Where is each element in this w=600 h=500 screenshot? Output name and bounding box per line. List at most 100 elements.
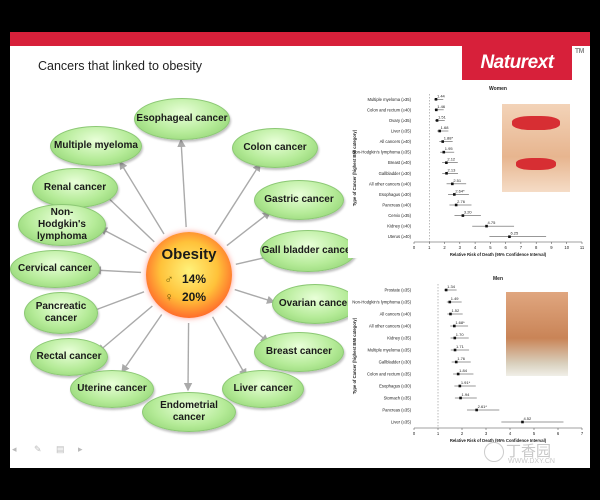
menu-icon[interactable]: ▤ xyxy=(56,444,65,454)
chart-title: Men xyxy=(493,276,503,282)
bubble-multiple-myeloma: Multiple myeloma xyxy=(50,126,142,166)
value-label: 4.52 xyxy=(523,416,532,421)
category-label: Cervix (≥35) xyxy=(388,213,411,218)
category-label: Liver (≥35) xyxy=(391,129,412,134)
point-marker xyxy=(508,235,511,239)
point-marker xyxy=(434,108,438,112)
x-tick-label: 5 xyxy=(533,431,536,436)
x-tick-label: 6 xyxy=(504,245,507,250)
value-label: 2.76 xyxy=(457,199,466,204)
point-marker xyxy=(453,348,457,352)
bubble-pancreatic-cancer: Pancreatic cancer xyxy=(24,292,98,334)
category-label: Pancreas (≥40) xyxy=(382,203,411,208)
category-label: Kidney (≥35) xyxy=(387,336,411,341)
obesity-center: Obesity ♂14% ♀ 20% xyxy=(146,232,232,318)
point-marker xyxy=(475,408,478,412)
x-tick-label: 7 xyxy=(581,431,584,436)
category-label: All cancers (≥40) xyxy=(380,139,412,144)
arrow-7 xyxy=(92,266,142,275)
bubble-colon-cancer: Colon cancer xyxy=(232,128,318,168)
point-marker xyxy=(442,150,446,154)
category-label: Colon and rectum (≥40) xyxy=(367,107,412,112)
x-tick-label: 3 xyxy=(485,431,488,436)
logo-text: Naturext xyxy=(480,52,554,73)
category-label: Breast (≥40) xyxy=(388,160,412,165)
male-row: ♂14% xyxy=(156,272,226,286)
value-label: 1.95 xyxy=(445,146,454,151)
value-label: 1.84 xyxy=(459,368,468,373)
point-marker xyxy=(453,336,457,340)
top-red-bar xyxy=(10,32,590,46)
bubble-gastric-cancer: Gastric cancer xyxy=(254,180,344,220)
x-tick-label: 10 xyxy=(564,245,569,250)
y-axis-label: Type of Cancer (highest BMI category) xyxy=(352,317,357,394)
bubble-breast-cancer: Breast cancer xyxy=(254,332,344,372)
point-marker xyxy=(453,193,456,196)
x-tick-label: 2 xyxy=(443,245,446,250)
slide-nav-icons[interactable]: ◂ ✎ ▤ ▸ xyxy=(12,444,90,454)
x-tick-label: 0 xyxy=(413,245,416,250)
dxy-watermark: 丁香园 WWW.DXY.CN xyxy=(480,438,590,468)
category-label: All other cancers (≥40) xyxy=(369,181,412,186)
category-label: All other cancers (≥40) xyxy=(369,324,412,329)
category-label: Stomach (≥35) xyxy=(384,396,412,401)
forward-arrow-icon[interactable]: ▸ xyxy=(78,444,83,454)
arrow-0 xyxy=(177,138,187,228)
arrow-8 xyxy=(234,288,276,304)
value-label: 6.25 xyxy=(510,231,519,236)
x-tick-label: 9 xyxy=(550,245,553,250)
obesity-label: Obesity xyxy=(161,246,217,263)
arrows-layer xyxy=(88,138,276,392)
value-label: 2.13 xyxy=(448,167,457,172)
value-label: 1.71 xyxy=(456,344,465,349)
category-label: Multiple myeloma (≥35) xyxy=(368,97,412,102)
bubble-rectal-cancer: Rectal cancer xyxy=(30,338,108,376)
watermark-url: WWW.DXY.CN xyxy=(508,458,555,465)
x-tick-label: 7 xyxy=(520,245,523,250)
female-symbol-icon: ♀ xyxy=(164,290,174,304)
x-axis-label: Relative Risk of Death (95% Confidence I… xyxy=(450,252,547,257)
female-value: 20% xyxy=(182,290,207,304)
category-label: Ovary (≥35) xyxy=(389,118,412,123)
male-value: 14% xyxy=(182,272,207,286)
x-tick-label: 11 xyxy=(580,245,585,250)
bubble-esophageal-cancer: Esophageal cancer xyxy=(134,98,230,140)
point-marker xyxy=(461,214,465,217)
value-label: 2.12 xyxy=(447,157,456,162)
point-marker xyxy=(451,182,454,186)
bubble-endometrial-cancer: Endometrial cancer xyxy=(142,392,236,432)
point-marker xyxy=(459,396,462,400)
bubble-liver-cancer: Liver cancer xyxy=(222,370,304,408)
value-label: 1.68* xyxy=(455,320,465,325)
point-marker xyxy=(444,288,448,292)
value-label: 3.20 xyxy=(464,210,473,215)
arrow-5 xyxy=(98,227,147,254)
point-marker xyxy=(435,119,439,122)
pen-icon[interactable]: ✎ xyxy=(34,444,42,454)
x-tick-label: 0 xyxy=(413,431,416,436)
bubble-uterine-cancer: Uterine cancer xyxy=(70,370,154,408)
bubble-non-hodgkins-lymphoma: Non-Hodgkin's lymphoma xyxy=(18,204,106,246)
arrow-3 xyxy=(100,191,155,243)
back-arrow-icon[interactable]: ◂ xyxy=(12,444,17,454)
chart-title: Women xyxy=(489,86,507,92)
value-label: 1.51 xyxy=(438,114,447,119)
category-label: Kidney (≥40) xyxy=(387,224,411,229)
arrow-4 xyxy=(226,211,272,247)
point-marker xyxy=(449,312,452,316)
value-label: 1.91* xyxy=(461,380,471,385)
category-label: Colon and rectum (≥35) xyxy=(367,372,412,377)
arrow-10 xyxy=(225,305,270,343)
x-tick-label: 5 xyxy=(489,245,492,250)
naturext-logo: Naturext TM xyxy=(462,46,585,80)
y-axis-label: Type of Cancer (highest BMI category) xyxy=(352,129,357,206)
category-label: Uterus (≥40) xyxy=(388,234,412,239)
slide: Cancers that linked to obesity Naturext … xyxy=(10,32,590,468)
x-tick-label: 8 xyxy=(535,245,538,250)
category-label: Pancreas (≥35) xyxy=(382,408,411,413)
category-label: Non-Hodgkin's lymphoma (≥35) xyxy=(352,150,411,155)
bikini-top xyxy=(512,116,560,130)
category-label: All cancers (≥40) xyxy=(380,312,412,317)
x-tick-label: 4 xyxy=(474,245,477,250)
man-photo xyxy=(506,292,568,376)
